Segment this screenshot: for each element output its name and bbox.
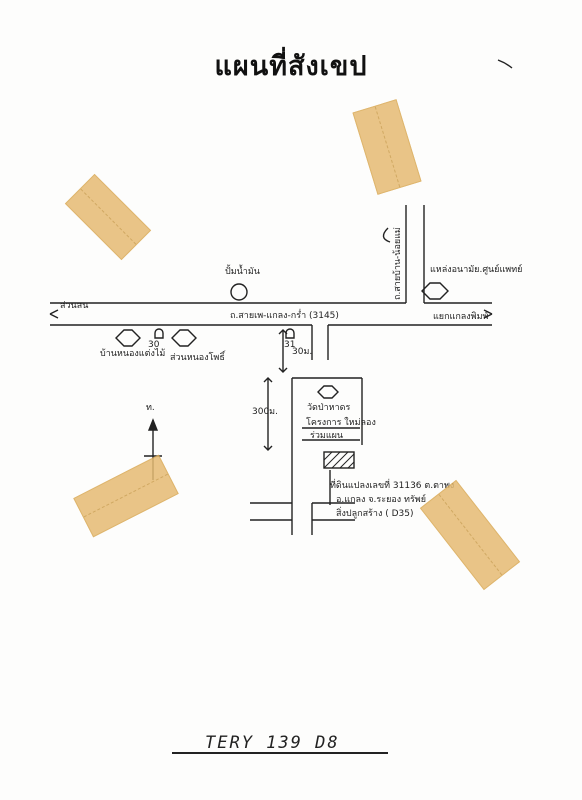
right-arrow-icon — [483, 309, 493, 319]
distance-short-label: 30ม. — [292, 347, 313, 357]
site-label-2: อ.แกลง จ.ระยอง ทรัพย์ — [336, 495, 426, 505]
village-a-label: บ้านหนองแต่งไม้ — [100, 349, 166, 359]
gas-station-label: ปั้มน้ำมัน — [225, 267, 260, 277]
main-road-label: ถ.สายเพ-แกลง-กร่ำ (3145) — [230, 311, 339, 321]
footer-code: TERY 139 D8 — [205, 733, 340, 753]
marker-30-icon — [154, 328, 164, 339]
site-label-1: ที่ดินแปลงเลขที่ 31136 ต.ตาพง — [330, 481, 455, 491]
left-arrow-icon — [49, 309, 59, 319]
north-label: ท. — [146, 403, 155, 413]
distance-long-label: 300ม. — [252, 407, 278, 417]
side-road-label: ถ.สายบ้าน-น้อยแม่ — [393, 227, 403, 300]
gas-station-icon — [230, 283, 248, 301]
project-label-2: ร่วมแผน — [310, 431, 344, 441]
hexagon-icon-village-b — [171, 329, 197, 347]
marker-30-label: 30 — [148, 340, 160, 350]
hexagon-icon-village-a — [115, 329, 141, 347]
village-b-label: ส่วนหนองโพธิ์ — [170, 353, 225, 363]
hexagon-icon-temple — [317, 385, 339, 399]
school-label: แหล่งอนามัย.ศูนย์แพทย์ — [430, 265, 523, 275]
map-title: แผนที่สังเขป — [214, 51, 368, 82]
marker-31-label: 31 — [284, 340, 296, 350]
direction-right-label: แยกแกลงพิมพ์ — [433, 312, 489, 322]
project-label-1: โครงการ ใหม่ลอง — [306, 418, 376, 428]
marker-31-icon — [285, 328, 295, 339]
footer-underline — [172, 752, 388, 754]
site-label-3: สิ่งปลูกสร้าง ( D35) — [336, 509, 414, 519]
temple-label: วัดป่าหาดร — [307, 403, 351, 413]
direction-left-label: ส่วนสน — [60, 301, 89, 311]
land-plot-hatch — [323, 451, 355, 469]
hexagon-icon-school — [421, 282, 449, 300]
